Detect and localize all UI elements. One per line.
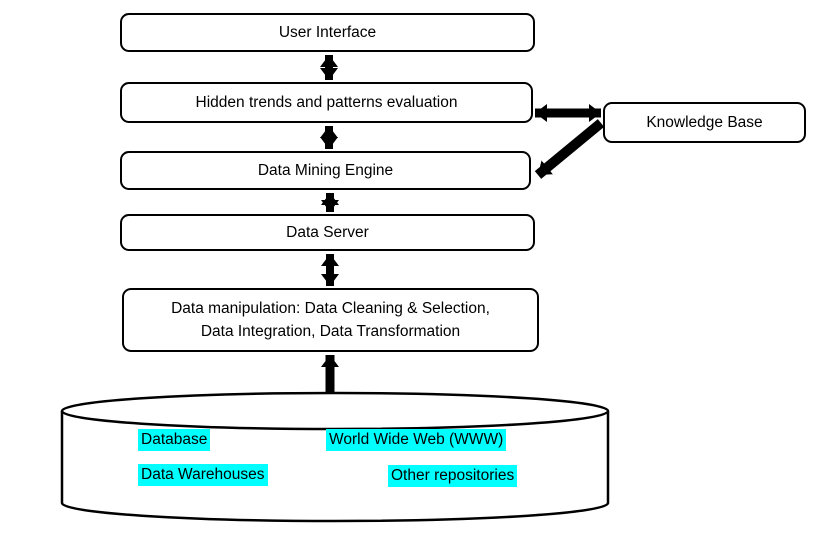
repository-label-world-wide-web: World Wide Web (WWW) — [326, 429, 507, 451]
box-data-manipulation-line2: Data Integration, Data Transformation — [200, 323, 461, 340]
box-data-mining-engine: Data Mining Engine — [120, 151, 531, 190]
repository-label-database: Database — [138, 429, 211, 451]
repository-label-other-repositories: Other repositories — [388, 465, 518, 487]
box-data-server: Data Server — [120, 214, 535, 251]
box-knowledge-base: Knowledge Base — [603, 102, 806, 143]
box-hidden-trends-evaluation: Hidden trends and patterns evaluation — [120, 82, 533, 123]
box-user-interface: User Interface — [120, 13, 535, 52]
repository-label-data-warehouses: Data Warehouses — [138, 464, 268, 486]
arrow-knowledge-base-data-mining — [534, 119, 605, 179]
box-data-manipulation: Data manipulation: Data Cleaning & Selec… — [122, 288, 539, 352]
box-user-interface-label: User Interface — [278, 24, 377, 41]
box-data-mining-label: Data Mining Engine — [257, 162, 394, 179]
box-hidden-trends-label: Hidden trends and patterns evaluation — [195, 94, 458, 111]
box-data-server-label: Data Server — [286, 224, 369, 241]
box-knowledge-base-label: Knowledge Base — [646, 114, 763, 131]
data-store-cylinder — [60, 391, 610, 523]
box-data-manipulation-line1: Data manipulation: Data Cleaning & Selec… — [171, 300, 490, 317]
